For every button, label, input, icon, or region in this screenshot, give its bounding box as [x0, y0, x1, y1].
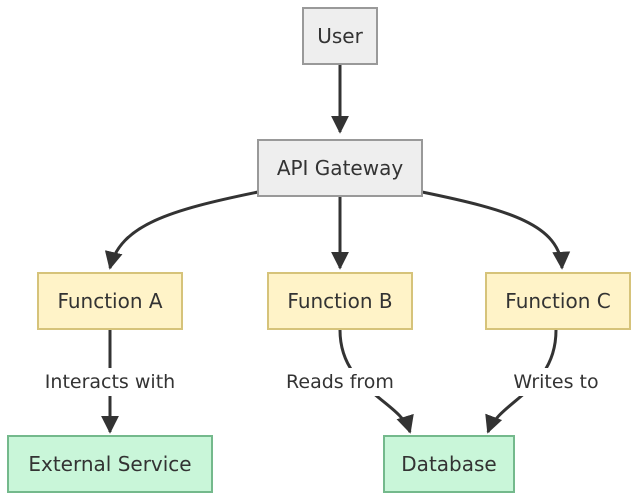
edge-label-reads-from: Reads from [270, 368, 410, 396]
node-function-a-label: Function A [57, 289, 162, 313]
edge-gateway-to-function-a [104, 190, 259, 270]
node-function-c-label: Function C [505, 289, 610, 313]
edge-label-interacts-with: Interacts with [30, 368, 192, 396]
edge-label-interacts-with-text: Interacts with [45, 371, 175, 393]
edge-label-writes-to: Writes to [500, 368, 612, 396]
edge-label-writes-to-text: Writes to [513, 371, 598, 393]
edge-label-reads-from-text: Reads from [286, 371, 394, 393]
node-function-a[interactable]: Function A [37, 272, 183, 330]
node-database-label: Database [401, 452, 496, 476]
node-function-b-label: Function B [287, 289, 392, 313]
node-external-service-label: External Service [28, 452, 191, 476]
node-api-gateway-label: API Gateway [277, 156, 404, 180]
node-user-label: User [317, 24, 363, 48]
node-function-c[interactable]: Function C [485, 272, 631, 330]
node-function-b[interactable]: Function B [267, 272, 413, 330]
node-database[interactable]: Database [383, 435, 515, 493]
edge-gateway-to-function-c [421, 190, 571, 270]
node-user[interactable]: User [302, 7, 378, 65]
node-external-service[interactable]: External Service [7, 435, 213, 493]
node-api-gateway[interactable]: API Gateway [257, 139, 423, 197]
